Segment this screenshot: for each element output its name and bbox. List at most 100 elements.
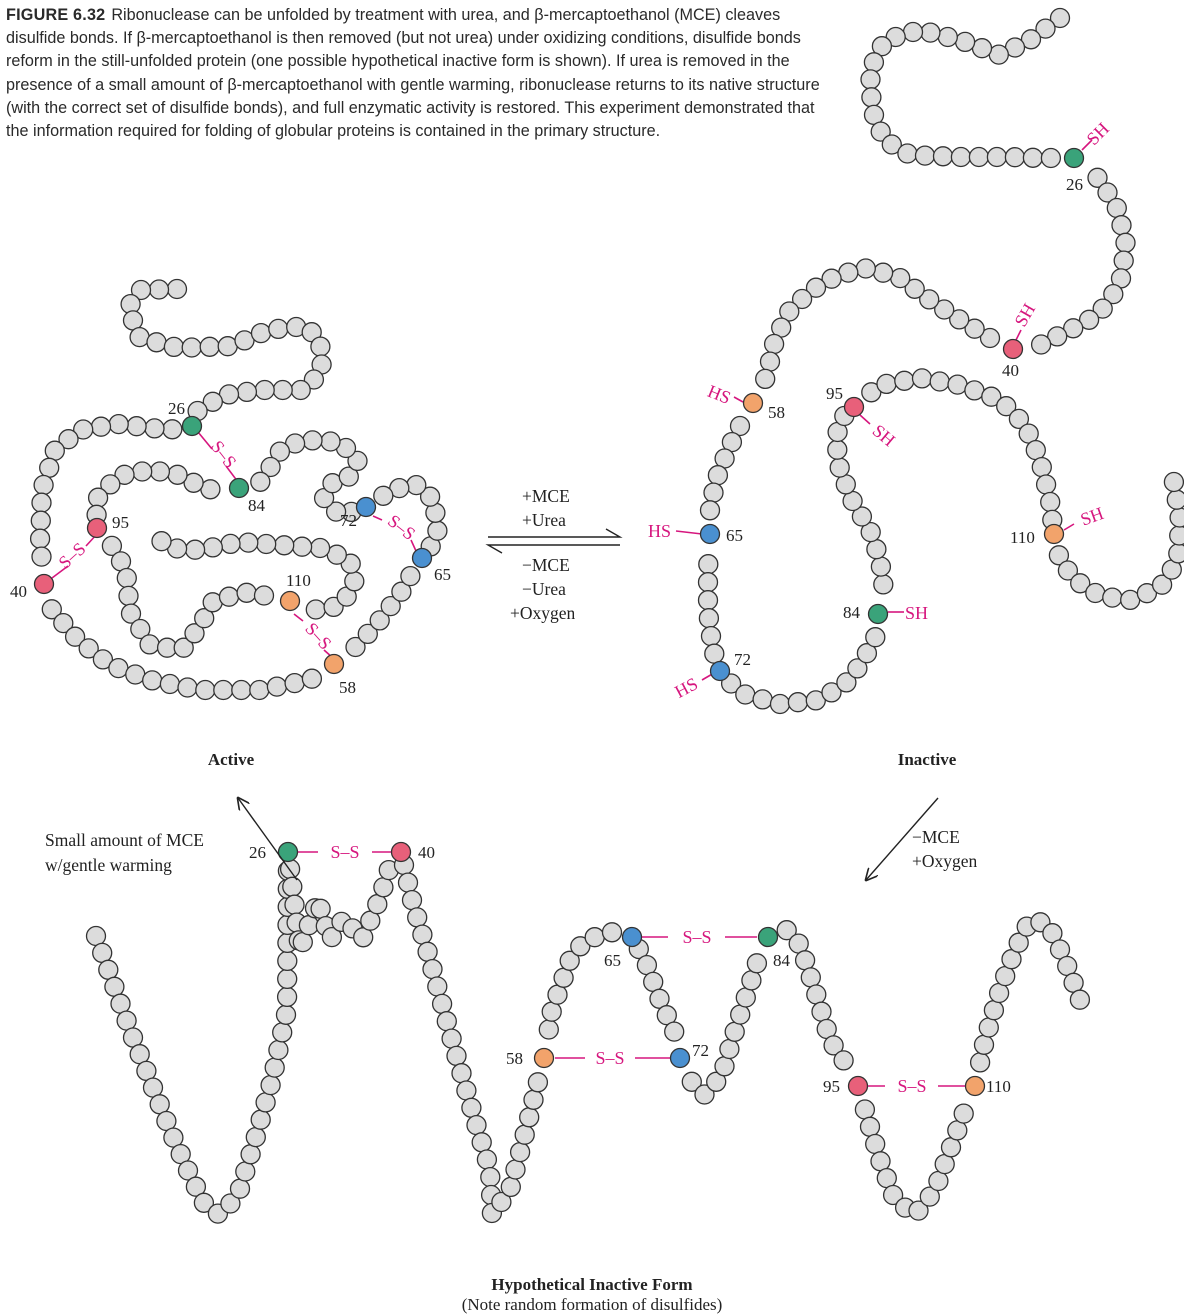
residue-bead — [796, 951, 815, 970]
hypo-bond-58-72: S–S — [595, 1048, 624, 1068]
cysteine-residue-40 — [392, 843, 411, 862]
residue-bead — [252, 324, 271, 343]
residue-bead — [251, 1110, 270, 1129]
residue-bead — [528, 1073, 547, 1092]
cysteine-residue-72 — [357, 498, 376, 517]
residue-bead — [861, 1117, 880, 1136]
cond-minus-mce: −MCE — [522, 555, 570, 575]
residue-bead — [877, 1169, 896, 1188]
oxidize-minus-mce: −MCE — [912, 827, 960, 847]
residue-bead — [929, 1172, 948, 1191]
residue-bead — [1070, 990, 1089, 1009]
cysteine-residue-110 — [1045, 525, 1064, 544]
residue-bead — [45, 441, 64, 460]
residue-bead — [231, 1179, 250, 1198]
residue-bead — [756, 369, 775, 388]
reverse-conditions: −MCE −Urea +Oxygen — [510, 555, 576, 623]
forward-conditions: +MCE +Urea — [522, 486, 570, 530]
residue-bead — [291, 381, 310, 400]
residue-bead — [407, 476, 426, 495]
inactive-label-110: 110 — [1010, 528, 1035, 547]
residue-bead — [855, 1100, 874, 1119]
inactive-label-95: 95 — [826, 384, 843, 403]
active-label-110: 110 — [286, 571, 311, 590]
residue-bead — [951, 148, 970, 167]
residue-bead — [278, 951, 297, 970]
residue-bead — [990, 984, 1009, 1003]
inactive-protein-chain — [699, 9, 1184, 714]
residue-bead — [742, 971, 761, 990]
residue-bead — [109, 659, 128, 678]
cond-plus-mce: +MCE — [522, 486, 570, 506]
cysteine-residue-110 — [966, 1077, 985, 1096]
residue-bead — [293, 537, 312, 556]
inactive-hs-65: HS — [648, 521, 671, 541]
residue-bead — [246, 1128, 265, 1147]
residue-bead — [119, 586, 138, 605]
residue-bead — [447, 1046, 466, 1065]
residue-bead — [705, 644, 724, 663]
residue-bead — [765, 335, 784, 354]
residue-bead — [539, 1020, 558, 1039]
residue-bead — [973, 39, 992, 58]
residue-bead — [524, 1090, 543, 1109]
residue-bead — [979, 1018, 998, 1037]
residue-bead — [126, 665, 145, 684]
residue-bead — [699, 609, 718, 628]
residue-bead — [731, 1005, 750, 1024]
cysteine-residue-26 — [1065, 149, 1084, 168]
residue-bead — [916, 146, 935, 165]
residue-bead — [374, 486, 393, 505]
residue-bead — [934, 147, 953, 166]
residue-bead — [506, 1160, 525, 1179]
residue-bead — [220, 587, 239, 606]
residue-bead — [637, 956, 656, 975]
residue-bead — [930, 372, 949, 391]
inactive-residue-labels: 26 40 58 65 72 95 110 84 — [726, 175, 1083, 669]
residue-bead — [321, 432, 340, 451]
residue-bead — [699, 591, 718, 610]
residue-bead — [1032, 335, 1051, 354]
residue-bead — [871, 1152, 890, 1171]
residue-bead — [285, 895, 304, 914]
residue-bead — [1116, 233, 1135, 252]
residue-bead — [160, 675, 179, 694]
hypo-label-58: 58 — [506, 1049, 523, 1068]
residue-bead — [311, 899, 330, 918]
residue-bead — [237, 583, 256, 602]
residue-bead — [293, 933, 312, 952]
residue-bead — [861, 70, 880, 89]
residue-bead — [720, 1040, 739, 1059]
residue-bead — [109, 415, 128, 434]
inactive-sh-110: SH — [1078, 503, 1106, 530]
residue-bead — [200, 337, 219, 356]
residue-bead — [603, 923, 622, 942]
cysteine-residue-95 — [849, 1077, 868, 1096]
residue-bead — [704, 483, 723, 502]
residue-bead — [145, 419, 164, 438]
residue-bead — [644, 972, 663, 991]
residue-bead — [239, 533, 258, 552]
residue-bead — [1041, 149, 1060, 168]
residue-bead — [150, 280, 169, 299]
residue-bead — [241, 1145, 260, 1164]
residue-bead — [1058, 957, 1077, 976]
residue-bead — [856, 259, 875, 278]
cond-plus-urea: +Urea — [522, 510, 566, 530]
residue-bead — [891, 269, 910, 288]
active-label-58: 58 — [339, 678, 356, 697]
residue-bead — [520, 1108, 539, 1127]
residue-bead — [285, 674, 304, 693]
refold-condition-1: Small amount of MCE — [45, 830, 204, 850]
residue-bead — [969, 148, 988, 167]
residue-bead — [399, 873, 418, 892]
residue-bead — [701, 501, 720, 520]
cysteine-residue-110 — [281, 592, 300, 611]
residue-bead — [257, 535, 276, 554]
residue-bead — [515, 1125, 534, 1144]
residue-bead — [725, 1022, 744, 1041]
residue-bead — [40, 458, 59, 477]
hypo-label-40: 40 — [418, 843, 435, 862]
cysteine-residue-84 — [869, 605, 888, 624]
